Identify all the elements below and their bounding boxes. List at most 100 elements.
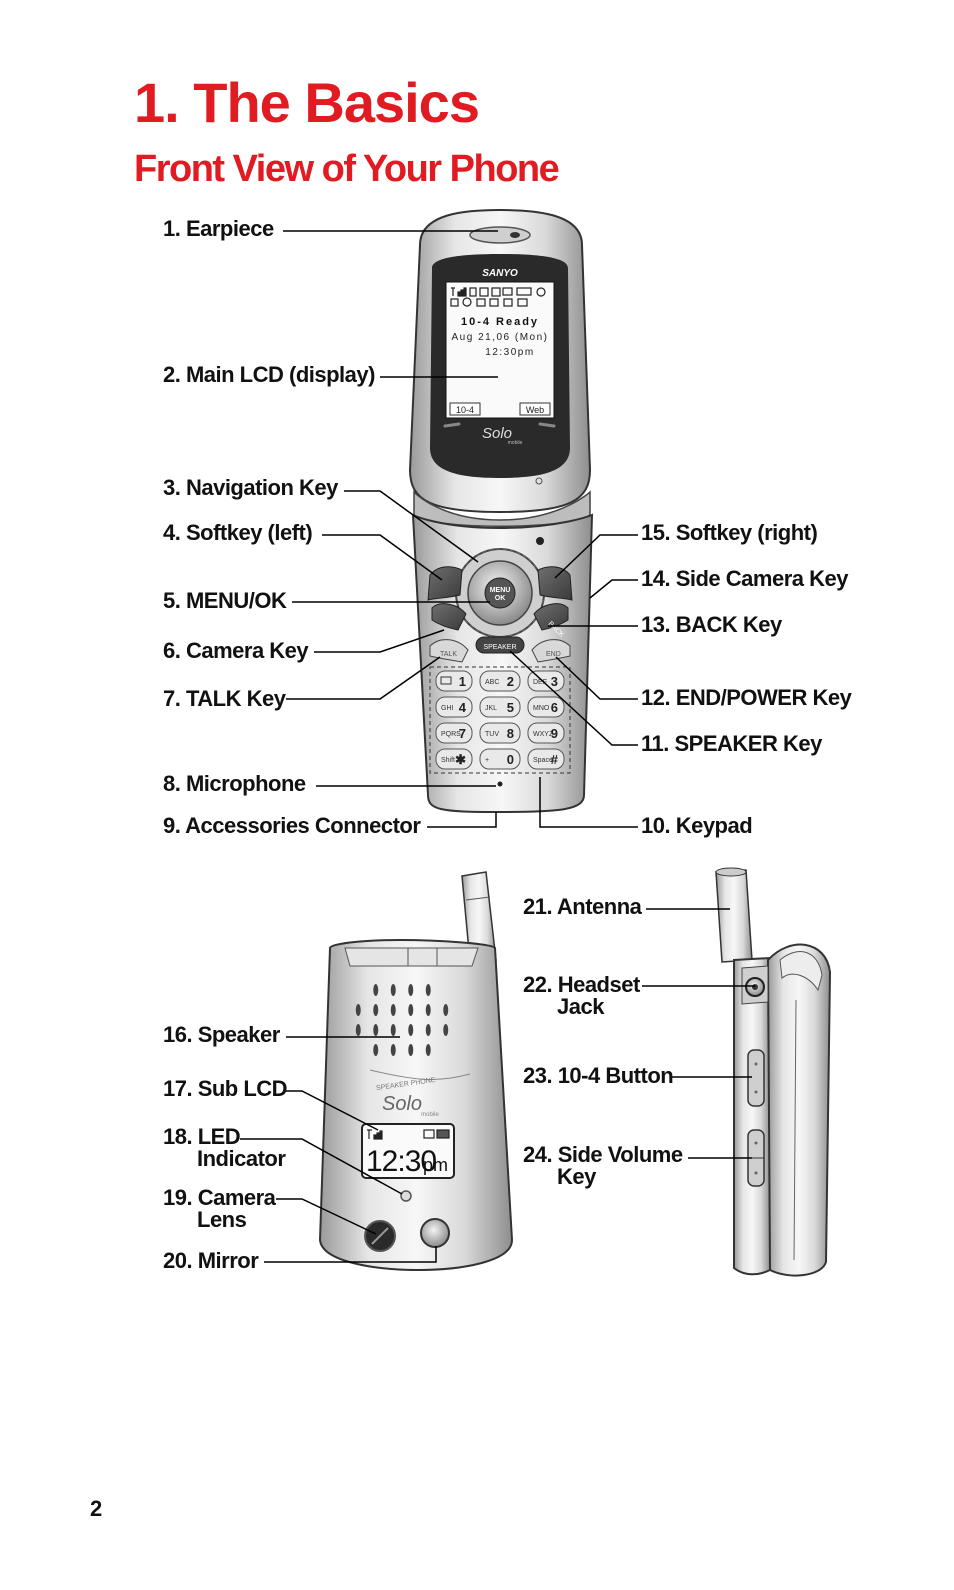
speaker-hole [390, 1044, 396, 1056]
speaker-hole [373, 984, 379, 996]
keypad-key: +0 [479, 748, 521, 770]
keypad-key-sub: + [485, 757, 489, 764]
sub-lcd-time: 12:30 [366, 1145, 436, 1178]
speaker-hole [390, 1024, 396, 1036]
keypad-key-main: 2 [507, 674, 514, 689]
keypad-key: ABC 2 [479, 670, 521, 692]
keypad-key-main: 0 [507, 752, 514, 767]
keypad-key-sub: DEF [533, 679, 547, 686]
section-title: Front View of Your Phone [134, 148, 560, 190]
end-key-shape [531, 639, 571, 663]
keypad-key-main: # [551, 752, 559, 767]
label-speaker-key: 11. SPEAKER Key [641, 731, 822, 756]
speaker-hole [390, 1004, 396, 1016]
side-body-back [766, 943, 832, 1277]
label-microphone: 8. Microphone [163, 771, 306, 796]
keypad-key-sub: MNO [533, 705, 550, 712]
speaker-hole [373, 1024, 379, 1036]
ten-four-button [747, 1049, 765, 1107]
solo-logo-front: Solo [482, 425, 512, 442]
solo-logo-closed: Solo [382, 1093, 422, 1115]
svg-text:mobile: mobile [508, 440, 523, 446]
side-phone [715, 867, 832, 1277]
speaker-hole [408, 984, 414, 996]
screen-softkey-left: 10-4 [456, 405, 474, 415]
speaker-hole [390, 984, 396, 996]
label-back-key: 13. BACK Key [641, 612, 782, 637]
speaker-key-shape [475, 636, 525, 654]
label-antenna: 21. Antenna [523, 894, 642, 919]
talk-key-shape [429, 639, 469, 663]
keypad-key-main: ✱ [455, 752, 466, 767]
keypad-key-shape [479, 696, 521, 718]
keypad-key: Space# [527, 748, 565, 770]
screen-date: Aug 21,06 (Mon) [452, 332, 549, 343]
keypad-key-sub: PQRS [441, 731, 461, 738]
keypad-key: GHI 4 [435, 696, 473, 718]
screen-softkey-right: Web [526, 405, 544, 415]
speaker-hole [355, 1004, 361, 1016]
sub-lcd-ampm: pm [423, 1155, 448, 1175]
keypad-key-shape [527, 696, 565, 718]
leader-lines [240, 230, 755, 1263]
closed-phone: SPEAKER PHONE Solo mobile 12:30 pm [318, 871, 514, 1272]
side-body-front [733, 956, 771, 1276]
keypad-key: DEF 3 [527, 670, 565, 692]
keypad-key-shape [479, 748, 521, 770]
keypad-key-shape [435, 696, 473, 718]
label-talk-key: 7. TALK Key [163, 686, 286, 711]
softkey-right [537, 566, 573, 601]
svg-text:MENU: MENU [490, 587, 511, 594]
label-menu-ok: 5. MENU/OK [163, 588, 287, 613]
keypad-key-sub: Shift [441, 757, 455, 764]
keypad-key: TUV 8 [479, 722, 521, 744]
label-sub-lcd: 17. Sub LCD [163, 1076, 288, 1101]
antenna-side [715, 869, 753, 963]
keypad-key-main: 7 [459, 726, 466, 741]
keypad-key: 1 [435, 670, 473, 692]
keypad-key-sub: Space [533, 757, 553, 764]
svg-text:END: END [546, 651, 561, 658]
keypad-key-sub: GHI [441, 705, 454, 712]
keypad-key-sub: TUV [485, 731, 499, 738]
speaker-hole [408, 1044, 414, 1056]
label-softkey-left: 4. Softkey (left) [163, 520, 313, 545]
keypad-key-sub: JKL [485, 705, 497, 712]
speaker-hole [373, 1044, 379, 1056]
keypad-key-sub: WXYZ [533, 731, 554, 738]
label-accessories-connector: 9. Accessories Connector [163, 813, 421, 838]
keypad-key-main: 8 [507, 726, 514, 741]
keypad-key-shape [527, 748, 565, 770]
brand-logo: SANYO [482, 268, 518, 279]
keypad-area [429, 666, 571, 774]
keypad-key-main: 3 [551, 674, 558, 689]
speaker-hole [373, 1004, 379, 1016]
back-key-shape [533, 603, 569, 631]
speaker-grille [355, 984, 449, 1056]
svg-text:mobile: mobile [421, 1112, 439, 1118]
label-side-camera-key: 14. Side Camera Key [641, 566, 848, 591]
speaker-hole [425, 1044, 431, 1056]
keypad-key-shape [435, 670, 473, 692]
speaker-hole [408, 1024, 414, 1036]
speaker-hole [443, 1024, 449, 1036]
svg-text:TALK: TALK [440, 651, 457, 658]
keypad-key-shape [435, 722, 473, 744]
keypad-key-main: 1 [459, 674, 466, 689]
screen-status: 10-4 Ready [461, 316, 539, 328]
envelope-icon [440, 676, 452, 685]
svg-text:OK: OK [495, 595, 506, 602]
closed-body [318, 938, 514, 1272]
open-phone: 10-4 Ready Aug 21,06 (Mon) 12:30pm 10-4 … [408, 208, 594, 814]
softkey-left [427, 566, 463, 601]
keypad-key: Shift✱ [435, 748, 473, 770]
speaker-hole [355, 1024, 361, 1036]
keypad-key-sub: ABC [485, 679, 499, 686]
keypad-key-main: 4 [459, 700, 467, 715]
